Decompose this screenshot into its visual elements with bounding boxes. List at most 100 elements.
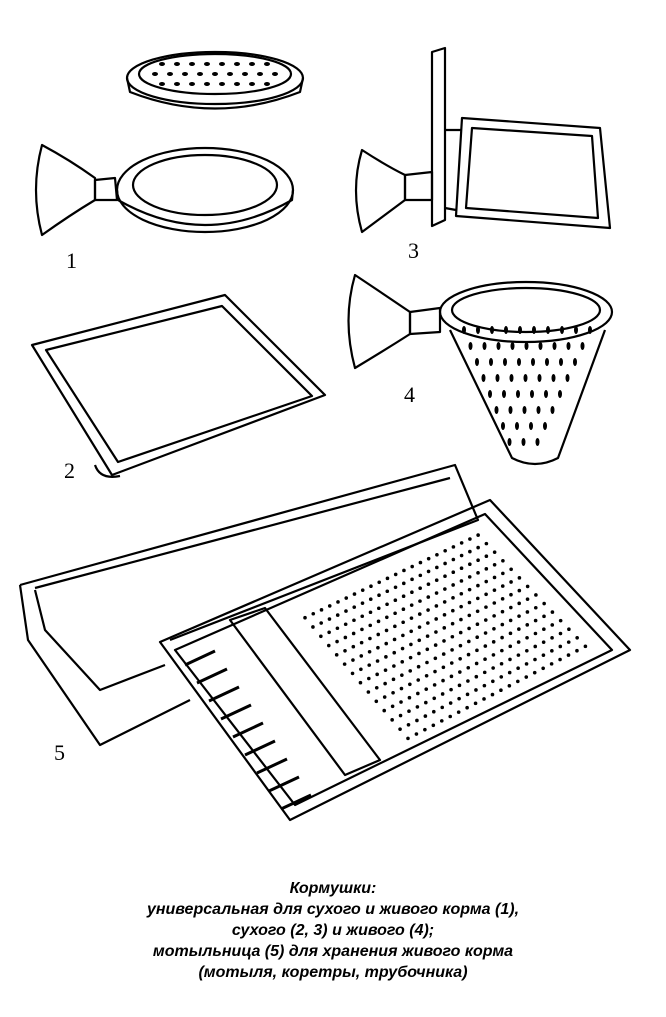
perforation-hole bbox=[492, 601, 497, 605]
perforation-hole bbox=[525, 610, 530, 614]
perforation-hole bbox=[408, 655, 413, 660]
perforation-hole bbox=[204, 62, 210, 66]
perforation-hole bbox=[504, 326, 508, 334]
perforation-hole bbox=[451, 557, 456, 562]
perforation-hole bbox=[524, 662, 529, 666]
perforation-hole bbox=[538, 342, 543, 350]
perforation-hole bbox=[451, 545, 456, 549]
perforation-hole bbox=[219, 62, 225, 66]
perforation-hole bbox=[409, 616, 414, 620]
perforation-hole bbox=[543, 422, 547, 430]
perforation-hole bbox=[423, 714, 428, 718]
perforation-hole bbox=[369, 584, 373, 589]
perforation-hole bbox=[492, 562, 497, 567]
perforation-hole bbox=[359, 667, 363, 672]
drain-slot bbox=[268, 775, 300, 793]
perforation-hole bbox=[360, 588, 365, 592]
perforation-hole bbox=[409, 629, 414, 634]
perforation-hole bbox=[449, 687, 453, 692]
perforation-hole bbox=[468, 549, 472, 554]
perforation-hole bbox=[580, 342, 585, 350]
perforation-hole bbox=[475, 648, 479, 653]
perforation-hole bbox=[189, 62, 195, 66]
perforation-hole bbox=[442, 626, 447, 630]
perforation-hole bbox=[573, 358, 577, 366]
perforation-hole bbox=[303, 615, 307, 620]
perforation-hole bbox=[409, 642, 413, 647]
perforation-hole bbox=[410, 590, 414, 595]
perforation-hole bbox=[509, 580, 513, 584]
caption-line: сухого (2, 3) и живого (4); bbox=[231, 922, 435, 939]
perforation-hole bbox=[376, 619, 381, 624]
perforation-hole bbox=[566, 342, 571, 350]
perforation-hole bbox=[492, 588, 497, 592]
perforation-hole bbox=[507, 670, 512, 675]
perforation-hole bbox=[399, 686, 404, 691]
perforation-hole bbox=[204, 82, 210, 86]
perforation-hole bbox=[495, 374, 500, 382]
perforation-hole bbox=[448, 701, 453, 705]
perforation-hole bbox=[516, 666, 520, 671]
perforation-hole bbox=[545, 358, 549, 366]
figure-label-2: 2 bbox=[64, 458, 75, 483]
perforation-hole bbox=[550, 610, 555, 614]
perforation-hole bbox=[384, 655, 388, 659]
perforation-hole bbox=[174, 62, 180, 66]
perforation-hole bbox=[440, 705, 445, 710]
perforation-hole bbox=[509, 605, 513, 610]
perforation-hole bbox=[450, 621, 455, 626]
perforation-hole bbox=[393, 585, 398, 590]
perforation-hole bbox=[491, 666, 495, 670]
perforation-hole bbox=[488, 390, 492, 398]
perforation-hole bbox=[393, 572, 398, 577]
perforation-hole bbox=[417, 638, 422, 643]
perforation-hole bbox=[459, 591, 464, 596]
perforation-hole bbox=[465, 692, 470, 697]
caption-title: Кормушки: bbox=[289, 880, 377, 897]
perforation-hole bbox=[499, 661, 504, 666]
perforation-hole bbox=[500, 584, 505, 588]
perforation-hole bbox=[516, 640, 521, 644]
perforation-hole bbox=[415, 718, 419, 723]
perforation-hole bbox=[449, 674, 454, 679]
perforation-hole bbox=[459, 617, 463, 622]
perforation-hole bbox=[443, 587, 447, 591]
perforation-hole bbox=[319, 634, 323, 639]
perforation-hole bbox=[264, 82, 270, 86]
perforation-hole bbox=[450, 634, 455, 639]
figure-label-1: 1 bbox=[66, 248, 77, 273]
perforation-hole bbox=[434, 630, 438, 634]
perforation-hole bbox=[442, 639, 446, 643]
perforation-hole bbox=[489, 358, 493, 366]
perforation-hole bbox=[351, 631, 356, 636]
perforation-hole bbox=[197, 72, 203, 76]
perforation-hole bbox=[459, 579, 464, 583]
perforation-hole bbox=[400, 660, 405, 664]
perforation-hole bbox=[475, 596, 480, 601]
perforation-hole bbox=[425, 634, 430, 638]
perforation-hole bbox=[484, 567, 489, 571]
perforation-hole bbox=[350, 671, 355, 676]
perforation-hole bbox=[234, 62, 240, 66]
perforation-hole bbox=[257, 72, 263, 76]
perforation-hole bbox=[368, 597, 373, 601]
perforation-hole bbox=[491, 653, 496, 657]
perforation-hole bbox=[458, 630, 463, 635]
perforation-hole bbox=[189, 82, 195, 86]
perforation-hole bbox=[242, 72, 248, 76]
perforation-hole bbox=[418, 560, 423, 565]
perforation-hole bbox=[549, 662, 554, 666]
perforation-hole bbox=[558, 390, 562, 398]
perforation-hole bbox=[376, 645, 380, 650]
perforation-hole bbox=[416, 678, 421, 682]
perforation-hole bbox=[360, 614, 365, 619]
perforation-hole bbox=[319, 621, 323, 625]
perforation-hole bbox=[516, 390, 520, 398]
perforation-hole bbox=[344, 609, 348, 613]
perforation-hole bbox=[541, 666, 545, 671]
perforation-hole bbox=[426, 569, 431, 574]
perforation-hole bbox=[459, 566, 464, 571]
perforation-hole bbox=[450, 648, 454, 652]
perforation-hole bbox=[426, 621, 430, 625]
